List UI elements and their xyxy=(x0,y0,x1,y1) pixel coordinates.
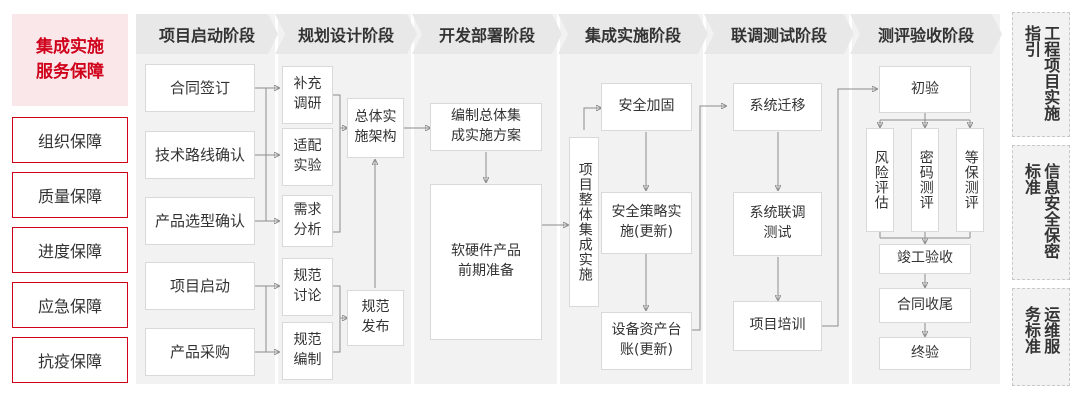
test-system-migration: 系统迁移 xyxy=(733,83,822,131)
test-system-integration: 系统联调测试 xyxy=(733,192,822,256)
accept-crypto-eval: 密码测评 xyxy=(911,128,939,232)
stage-header-dev: 开发部署阶段 xyxy=(412,14,562,54)
service-guarantee-title: 集成实施服务保障 xyxy=(12,14,128,106)
dev-product-preparation: 软硬件产品前期准备 xyxy=(430,184,542,340)
accept-completion: 竣工验收 xyxy=(879,244,971,274)
stage-header-test: 联调测试阶段 xyxy=(704,14,854,54)
design-spec-drafting: 规范编制 xyxy=(282,322,333,380)
right-security-standard-label: 信息安全保密标准 xyxy=(1022,162,1061,259)
impl-overall-integration: 项目整体集成实施 xyxy=(569,137,599,307)
stage-header-start: 项目启动阶段 xyxy=(136,14,278,54)
design-adaptation-test: 适配实验 xyxy=(282,128,333,186)
dev-overall-plan: 编制总体集成实施方案 xyxy=(430,103,542,151)
right-ops-standard-label: 运维服务标准 xyxy=(1022,306,1061,354)
design-supplement-research: 补充调研 xyxy=(282,66,333,124)
accept-risk-assessment: 风险评估 xyxy=(866,128,894,232)
start-tech-route: 技术路线确认 xyxy=(145,131,255,179)
stage-header-impl: 集成实施阶段 xyxy=(558,14,708,54)
guarantee-organization: 组织保障 xyxy=(12,117,128,163)
guarantee-schedule: 进度保障 xyxy=(12,227,128,273)
accept-final: 终验 xyxy=(879,337,971,370)
right-ops-standard: 运维服务标准 xyxy=(1012,288,1070,386)
impl-security-hardening: 安全加固 xyxy=(601,83,692,131)
design-requirement-analysis: 需求分析 xyxy=(282,195,333,247)
accept-initial: 初验 xyxy=(879,66,971,113)
impl-asset-ledger: 设备资产台账(更新) xyxy=(601,312,692,370)
title-line-2: 服务保障 xyxy=(36,62,104,82)
right-engineering-guide-label: 工程项目实施指引 xyxy=(1022,24,1061,121)
start-procurement: 产品采购 xyxy=(145,328,255,376)
start-contract-signing: 合同签订 xyxy=(145,64,255,112)
accept-level-protection-eval: 等保测评 xyxy=(956,128,984,232)
test-project-training: 项目培训 xyxy=(733,301,822,351)
start-product-selection: 产品选型确认 xyxy=(145,197,255,245)
guarantee-epidemic: 抗疫保障 xyxy=(12,337,128,383)
impl-security-policy: 安全策略实施(更新) xyxy=(601,192,692,254)
design-overall-architecture: 总体实施架构 xyxy=(347,98,404,158)
stage-header-design: 规划设计阶段 xyxy=(275,14,417,54)
start-project-kickoff: 项目启动 xyxy=(145,262,255,310)
design-spec-release: 规范发布 xyxy=(347,290,404,346)
stage-header-accept: 测评验收阶段 xyxy=(850,14,1002,54)
right-engineering-guide: 工程项目实施指引 xyxy=(1012,12,1070,137)
right-security-standard: 信息安全保密标准 xyxy=(1012,145,1070,280)
guarantee-emergency: 应急保障 xyxy=(12,282,128,328)
design-spec-discussion: 规范讨论 xyxy=(282,258,333,316)
guarantee-quality: 质量保障 xyxy=(12,172,128,218)
accept-contract-closing: 合同收尾 xyxy=(879,288,971,323)
title-line-1: 集成实施 xyxy=(36,36,104,57)
